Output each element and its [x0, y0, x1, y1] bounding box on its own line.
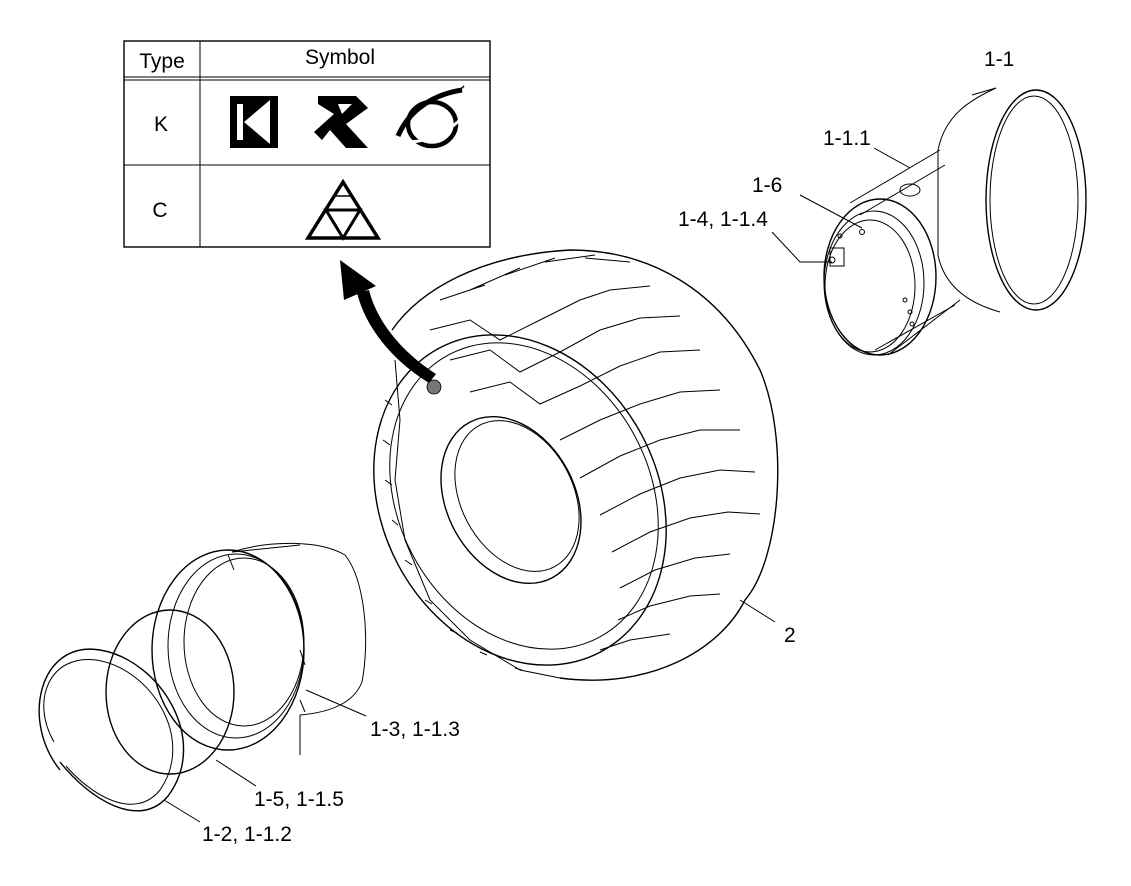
callout-valve: 1-6: [752, 174, 782, 197]
triforce-triangle-logo-icon: [304, 178, 382, 241]
table-header-type: Type: [139, 50, 185, 73]
callout-lock-pin: 1-4, 1-1.4: [678, 208, 768, 231]
flange-ring: 1-3, 1-1.3: [151, 542, 460, 755]
table-type-c: C: [152, 199, 167, 222]
o-ring: 1-5, 1-1.5: [105, 609, 344, 811]
swoosh-globe-logo-icon: [395, 85, 465, 149]
symbol-table: Type Symbol K C: [123, 40, 491, 248]
table-header-symbol: Symbol: [305, 46, 375, 69]
callout-o-ring: 1-5, 1-1.5: [254, 788, 344, 811]
symbol-location-dot: [426, 379, 442, 395]
callout-rim-body: 1-1.1: [823, 127, 871, 150]
tire: 2: [373, 249, 796, 681]
lock-ring: 1-2, 1-1.2: [38, 648, 292, 846]
callout-lock-ring: 1-2, 1-1.2: [202, 823, 292, 846]
r-logo-icon: [314, 96, 368, 148]
location-arrow: [340, 260, 442, 395]
callout-flange-ring: 1-3, 1-1.3: [370, 718, 460, 741]
callout-rim: 1-1: [984, 48, 1014, 71]
k-logo-icon: [230, 96, 278, 148]
table-type-k: K: [154, 113, 168, 136]
callout-tire: 2: [784, 624, 796, 647]
rim: 1-1 1-1.1 1-6 1-4, 1-1.4: [678, 48, 1087, 356]
